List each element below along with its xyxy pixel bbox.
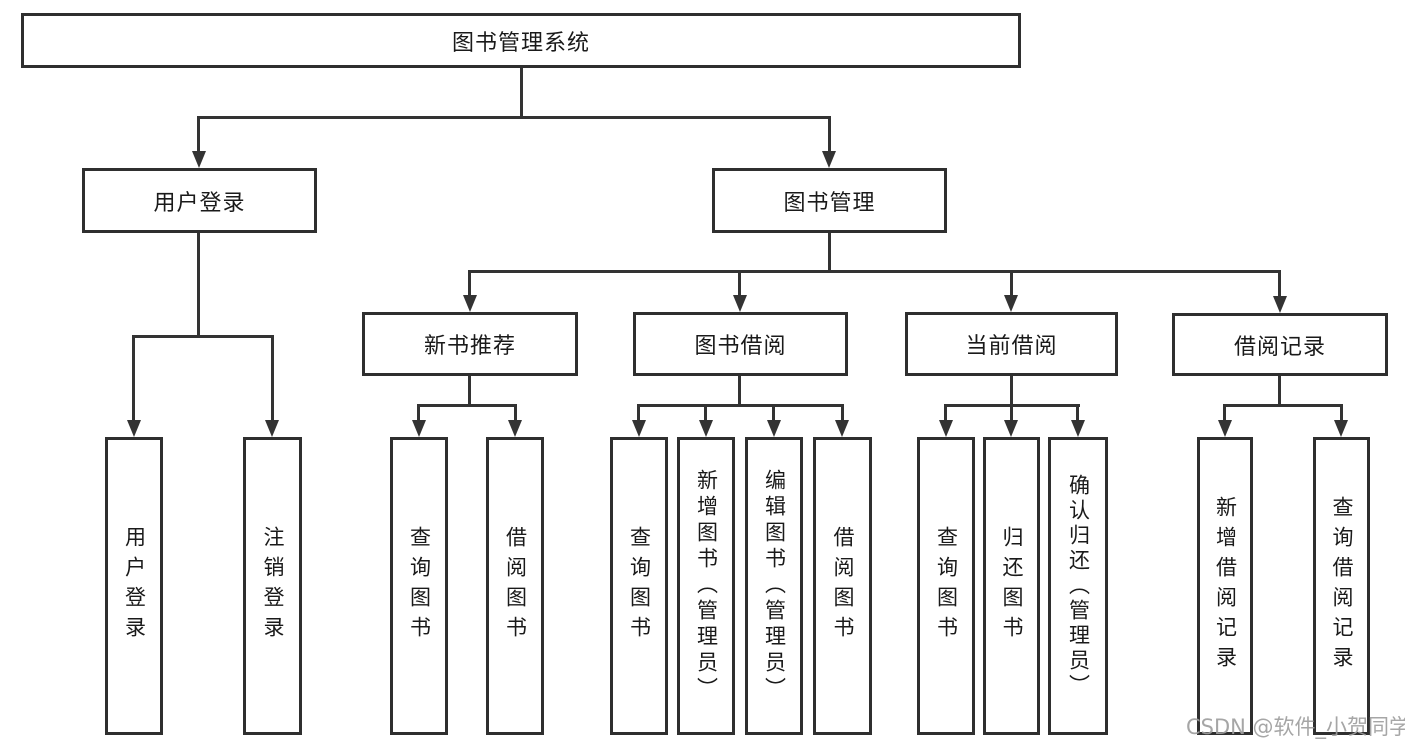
node-user-login-leaf: 用户登录 [105,437,163,735]
node-borrow-books-recommend-label: 借阅图书 [503,526,528,646]
node-edit-books-admin: 编辑图书（管理员） [745,437,803,735]
arrow-down-icon [1004,420,1018,437]
node-borrowing-records: 借阅记录 [1172,313,1388,376]
connector-line [514,404,517,422]
arrow-down-icon [412,420,426,437]
node-add-borrow-record: 新增借阅记录 [1197,437,1253,735]
arrow-down-icon [1071,420,1085,437]
connector-line [520,68,523,119]
node-new-book-recommend: 新书推荐 [362,312,578,376]
arrow-down-icon [632,420,646,437]
node-query-borrow-record-label: 查询借阅记录 [1330,496,1354,676]
connector-line [132,335,274,338]
node-return-books: 归还图书 [983,437,1040,735]
node-root: 图书管理系统 [21,13,1021,68]
node-current-borrowing: 当前借阅 [905,312,1118,376]
connector-line [1010,404,1013,422]
connector-line [197,116,200,153]
connector-line [772,404,775,422]
connector-line [197,233,200,338]
node-borrow-books-borrowing: 借阅图书 [813,437,872,735]
connector-line [1223,404,1343,407]
node-query-books-recommend-label: 查询图书 [407,526,432,646]
connector-line [738,270,741,297]
arrow-down-icon [822,151,836,168]
node-logout: 注销登录 [243,437,302,735]
connector-line [1223,404,1226,422]
connector-line [417,404,420,422]
connector-line [828,116,831,153]
connector-line [1010,270,1013,297]
connector-line [468,270,1281,273]
node-query-books-current-label: 查询图书 [934,526,959,646]
connector-line [1278,270,1281,297]
node-current-borrowing-label: 当前借阅 [965,334,1058,359]
arrow-down-icon [733,295,747,312]
node-book-borrowing-label: 图书借阅 [694,334,787,359]
connector-line [132,335,135,422]
connector-line [637,404,640,422]
node-query-books-recommend: 查询图书 [390,437,448,735]
connector-line [468,376,471,407]
node-add-borrow-record-label: 新增借阅记录 [1213,496,1238,676]
arrow-down-icon [508,420,522,437]
connector-line [1076,404,1079,422]
connector-line [468,270,471,297]
connector-line [944,404,947,422]
arrow-down-icon [192,151,206,168]
node-book-management: 图书管理 [712,168,947,233]
node-new-book-recommend-label: 新书推荐 [423,334,516,359]
node-confirm-return-admin: 确认归还（管理员） [1048,437,1108,735]
arrow-down-icon [1004,295,1018,312]
node-query-books-borrowing-label: 查询图书 [627,526,652,646]
arrow-down-icon [939,420,953,437]
node-query-books-current: 查询图书 [917,437,975,735]
connector-line [704,404,707,422]
arrow-down-icon [265,420,279,437]
node-edit-books-admin-label: 编辑图书（管理员） [762,469,787,703]
connector-line [1278,376,1281,407]
arrow-down-icon [835,420,849,437]
connector-line [841,404,844,422]
node-borrowing-records-label: 借阅记录 [1233,334,1326,360]
node-query-books-borrowing: 查询图书 [610,437,668,735]
arrow-down-icon [767,420,781,437]
node-borrow-books-borrowing-label: 借阅图书 [831,526,855,646]
connector-line [738,376,741,407]
node-return-books-label: 归还图书 [1000,526,1024,646]
connector-line [1340,404,1343,422]
node-user-login-label: 用户登录 [153,190,246,216]
node-root-label: 图书管理系统 [451,30,590,56]
arrow-down-icon [463,295,477,312]
node-book-borrowing: 图书借阅 [633,312,848,376]
connector-line [1010,376,1013,407]
connector-line [271,335,274,422]
node-user-login: 用户登录 [82,168,317,233]
node-add-books-admin: 新增图书（管理员） [677,437,735,735]
connector-line [197,116,831,119]
arrow-down-icon [699,420,713,437]
node-book-management-label: 图书管理 [783,190,876,216]
node-query-borrow-record: 查询借阅记录 [1313,437,1370,735]
arrow-down-icon [1273,296,1287,313]
arrow-down-icon [1218,420,1232,437]
node-add-books-admin-label: 新增图书（管理员） [694,469,719,703]
connector-line [637,404,844,407]
arrow-down-icon [1334,420,1348,437]
node-logout-label: 注销登录 [261,526,285,646]
watermark-text: CSDN @软件_小贺同学 [1186,715,1405,739]
node-confirm-return-admin-label: 确认归还（管理员） [1066,473,1091,699]
arrow-down-icon [127,420,141,437]
connector-line [828,233,831,272]
node-user-login-leaf-label: 用户登录 [122,526,147,646]
node-borrow-books-recommend: 借阅图书 [486,437,544,735]
connector-line [417,404,517,407]
